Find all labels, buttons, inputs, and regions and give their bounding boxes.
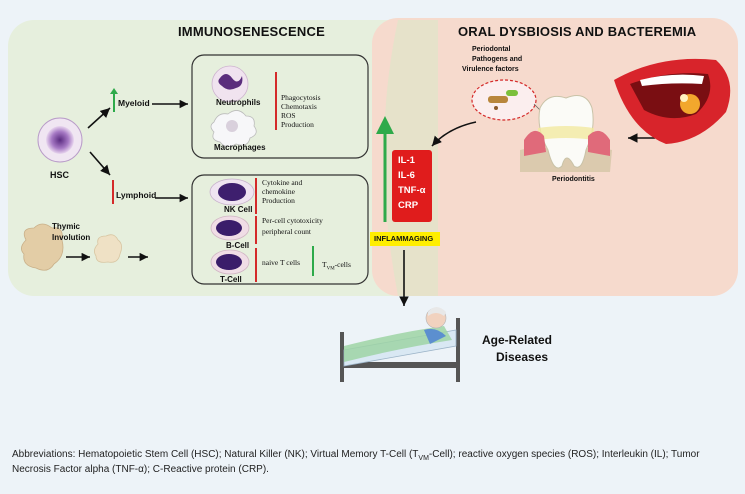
caption-sub: VM [418,455,429,462]
macrophage-icon [210,110,257,147]
cytokine-tnf: TNF-α [398,185,426,196]
macrophages-label: Macrophages [214,143,266,152]
abbreviations-caption: Abbreviations: Hematopoietic Stem Cell (… [12,448,737,477]
thymus-large-icon [21,223,64,271]
pathogen-circle-icon [471,79,537,121]
nk-desc-1: Cytokine and [262,178,303,187]
immunosenescence-title: IMMUNOSENESCENCE [178,24,325,39]
t-cell-label: T-Cell [220,275,242,284]
naive-t-label: naive T cells [262,258,301,267]
myeloid-function-4: Production [281,120,314,129]
tvm-sub: VM [326,266,335,272]
tvm-label: TVM-cells [322,260,351,273]
caption-part-2: -Cell); reactive oxygen species (ROS); I… [12,449,703,476]
myeloid-function-2: Chemotaxis [281,102,317,111]
disease-label-2: Diseases [496,350,549,364]
periodontitis-label: Periodontitis [552,176,595,183]
disease-label-1: Age-Related [482,333,553,347]
b-desc-2: peripheral count [262,227,311,236]
hsc-to-myeloid-arrow [87,107,111,129]
b-cell-label: B-Cell [226,241,250,250]
nk-cell-label: NK Cell [224,205,253,214]
nk-cell-icon [209,178,255,206]
cytokine-box [392,150,432,222]
lymphoid-label: Lymphoid [116,190,157,200]
nk-desc-3: Production [262,196,295,205]
mouth-icon [614,58,731,144]
thymic-label-2: Involution [52,233,91,242]
tvm-suffix: -cells [334,260,351,269]
b-cell-icon [210,215,250,241]
neutrophils-label: Neutrophils [216,98,261,107]
cytokine-il1: IL-1 [398,155,415,166]
oral-dysbiosis-title: ORAL DYSBIOSIS AND BACTEREMIA [458,24,697,39]
inflammaging-box [370,232,440,246]
pathogen-label-2: Pathogens and [472,56,523,63]
thymic-label-1: Thymic [52,222,81,231]
neutrophil-icon [211,65,249,103]
hsc-label: HSC [50,170,70,180]
b-desc-1: Per-cell cytotoxicity [262,216,323,225]
myeloid-function-1: Phagocytosis [281,93,321,102]
diagram-canvas [8,18,738,382]
tooth-icon [520,95,612,172]
nk-desc-2: chemokine [262,187,295,196]
myeloid-function-3: ROS [281,111,296,120]
hsc-cell-icon [37,117,83,163]
lymphoid-cells-box [191,174,369,285]
pathogen-to-cytokine-arrow [431,121,477,147]
hospital-bed-icon [340,307,460,382]
inflammaging-label: INFLAMMAGING [374,234,434,243]
tvm-main: T [322,260,327,269]
cytokine-crp: CRP [398,200,419,211]
hsc-to-lymphoid-arrow [89,151,111,176]
pathogen-label-1: Periodontal [472,46,511,53]
caption-part-1: Abbreviations: Hematopoietic Stem Cell (… [12,449,419,460]
myeloid-increase-arrowhead [110,88,118,94]
cytokine-il6: IL-6 [398,170,415,181]
myeloid-cells-box [191,54,369,159]
thymus-small-icon [94,234,122,263]
myeloid-label: Myeloid [118,98,150,108]
pathogen-label-3: Virulence factors [462,66,519,73]
t-cell-icon [210,249,250,275]
